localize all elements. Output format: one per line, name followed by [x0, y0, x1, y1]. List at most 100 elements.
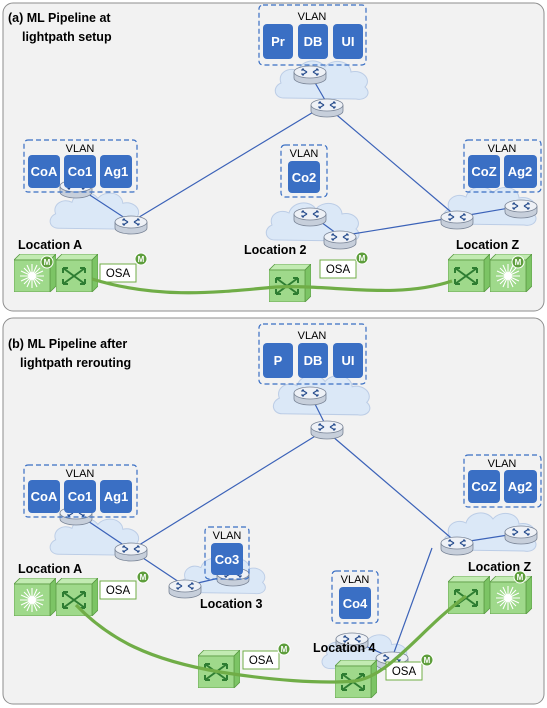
lightpath-b	[74, 594, 467, 684]
vlan-loc-3: VLAN Co3	[204, 526, 250, 580]
vlan-label: VLAN	[341, 574, 370, 586]
vlan-loc-2: VLAN Co2	[280, 144, 328, 198]
monitor-label: M	[138, 255, 145, 264]
router-icon	[504, 525, 538, 545]
optical-loc-3: OSA M	[198, 642, 291, 688]
node-db: DB	[304, 353, 323, 368]
monitor-badge	[134, 252, 148, 266]
monitor-badge	[277, 642, 291, 656]
panel-b-frame	[2, 317, 545, 705]
node-pr: Pr	[271, 34, 285, 49]
node-coa: CoA	[31, 489, 58, 504]
panel-b-title-line1: (b) ML Pipeline after	[8, 337, 127, 351]
optical-loc-2: OSA M	[269, 251, 369, 302]
osa-box	[99, 580, 137, 600]
panel-a-title-line1: (a) ML Pipeline at	[8, 11, 111, 25]
node-p: P	[274, 353, 283, 368]
vlan-label: VLAN	[290, 148, 319, 160]
monitor-label: M	[515, 258, 522, 267]
monitor-badge	[511, 255, 525, 269]
lightpath-a	[91, 277, 453, 295]
monitor-label: M	[44, 258, 51, 267]
vlan-label: VLAN	[488, 458, 517, 470]
monitor-badge	[355, 251, 369, 265]
optical-loc-z-b: M	[448, 570, 532, 614]
osa-label: OSA	[392, 666, 417, 678]
panel-a-frame	[2, 2, 545, 312]
monitor-badge	[420, 653, 434, 667]
monitor-badge	[513, 570, 527, 584]
router-icon	[440, 536, 474, 556]
router-icon	[293, 207, 327, 227]
router-icon	[323, 230, 357, 250]
node-ag1: Ag1	[104, 489, 129, 504]
node-co3: Co3	[215, 552, 240, 567]
router-icon	[440, 210, 474, 230]
osa-label: OSA	[106, 585, 131, 597]
optical-loc-a: M OSA M	[14, 252, 148, 292]
osa-label: OSA	[249, 655, 274, 667]
panel-a: (a) ML Pipeline at lightpath setup	[2, 2, 545, 312]
osa-label: OSA	[106, 268, 131, 280]
location-z-label: Location Z	[456, 238, 520, 252]
vlan-label: VLAN	[488, 143, 517, 155]
node-coz: CoZ	[471, 479, 496, 494]
node-co1: Co1	[68, 489, 93, 504]
optical-loc-4: OSA M	[335, 653, 434, 698]
monitor-label: M	[359, 254, 366, 263]
router-icon	[114, 215, 148, 235]
vlan-loc-z-b: VLAN CoZ Ag2	[463, 454, 542, 508]
optical-loc-z: M	[448, 254, 532, 292]
location-4-label: Location 4	[313, 641, 376, 655]
vlan-top-a: VLAN Pr DB UI	[258, 4, 367, 66]
osa-label: OSA	[326, 264, 351, 276]
osa-box	[319, 259, 357, 279]
router-icon	[114, 542, 148, 562]
vlan-label: VLAN	[298, 330, 327, 342]
vlan-label: VLAN	[66, 468, 95, 480]
optical-loc-a-b: OSA M	[14, 570, 150, 616]
monitor-badge	[136, 570, 150, 584]
node-ui: UI	[342, 34, 355, 49]
panel-b: (b) ML Pipeline after lightpath reroutin…	[2, 317, 545, 705]
node-ag2: Ag2	[508, 164, 533, 179]
monitor-label: M	[281, 645, 288, 654]
monitor-label: M	[140, 573, 147, 582]
router-icon	[310, 98, 344, 118]
osa-box	[242, 650, 280, 670]
node-ag2: Ag2	[508, 479, 533, 494]
router-icon	[310, 420, 344, 440]
location-z-label: Location Z	[468, 560, 532, 574]
vlan-loc-z: VLAN CoZ Ag2	[463, 139, 542, 193]
router-icon	[168, 579, 202, 599]
vlan-label: VLAN	[298, 11, 327, 23]
vlan-loc-a: VLAN CoA Co1 Ag1	[23, 139, 138, 193]
router-icon	[293, 65, 327, 85]
node-ui: UI	[342, 353, 355, 368]
location-a-label: Location A	[18, 238, 82, 252]
panel-b-title-line2: lightpath rerouting	[20, 356, 131, 370]
vlan-loc-4: VLAN Co4	[331, 570, 379, 624]
monitor-badge	[40, 255, 54, 269]
vlan-top-b: VLAN P DB UI	[258, 323, 367, 385]
node-coa: CoA	[31, 164, 58, 179]
osa-box	[99, 263, 137, 283]
location-a-label: Location A	[18, 562, 82, 576]
vlan-label: VLAN	[213, 530, 242, 542]
node-co2: Co2	[292, 170, 317, 185]
monitor-label: M	[517, 573, 524, 582]
router-icon	[504, 199, 538, 219]
panel-a-title-line2: lightpath setup	[22, 30, 112, 44]
node-co1: Co1	[68, 164, 93, 179]
osa-box	[385, 661, 423, 681]
node-ag1: Ag1	[104, 164, 129, 179]
vlan-loc-a-b: VLAN CoA Co1 Ag1	[23, 464, 138, 518]
location-2-label: Location 2	[244, 243, 307, 257]
monitor-label: M	[424, 656, 431, 665]
location-3-label: Location 3	[200, 597, 263, 611]
node-coz: CoZ	[471, 164, 496, 179]
node-co4: Co4	[343, 596, 368, 611]
router-icon	[293, 386, 327, 406]
node-db: DB	[304, 34, 323, 49]
